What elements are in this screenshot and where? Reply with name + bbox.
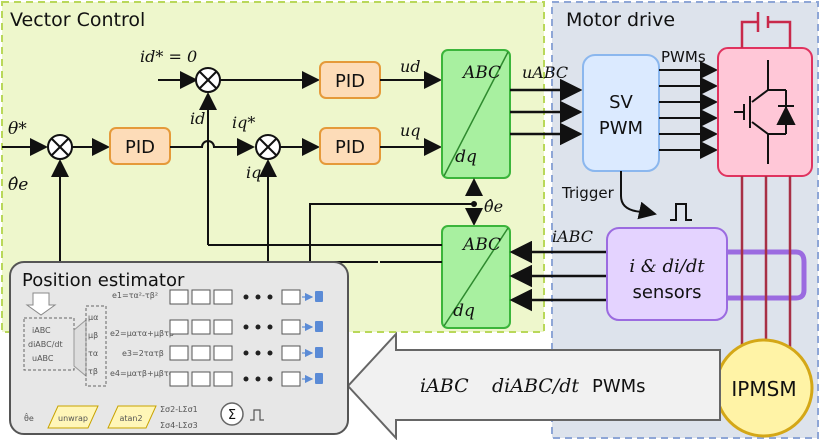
position-estimator-title: Position estimator (22, 270, 185, 291)
discard-bin-icon (315, 291, 323, 384)
theta-est-feedback-label: θ̂e (8, 175, 28, 195)
equation-3: e3=2τατβ (122, 349, 164, 358)
sensors-line2: sensors (632, 282, 701, 303)
bottom-pwms-label: PWMs (592, 376, 646, 397)
id-ref-label: id* = 0 (140, 47, 197, 66)
estimator-sum-symbol: Σ (228, 408, 236, 423)
sum-junction-speed (47, 134, 73, 160)
vector-control-title: Vector Control (10, 9, 145, 31)
theta-est-transform-label: θ̂e (484, 197, 503, 216)
iq-feedback-label: iq (246, 163, 261, 182)
sum-junction-d (195, 67, 221, 93)
estimator-pulse-icon (250, 409, 264, 421)
phase-wires (740, 176, 792, 368)
id-feedback-label: id (190, 109, 205, 128)
iq-ref-label: iq* (232, 113, 255, 132)
park-upper: ABC (461, 235, 501, 255)
inverse-park-lower: dq (455, 147, 477, 167)
equation-1: e1=τα²-τβ² (112, 291, 158, 300)
inverse-park-upper: ABC (461, 63, 501, 83)
moment-4: τβ (88, 367, 98, 376)
uq-label: uq (400, 121, 421, 140)
theta-ref-label: θ* (8, 119, 27, 139)
estimator-output-label: θ̂e (24, 412, 34, 423)
measurement-feedback-arrow (346, 331, 721, 440)
unwrap-label: unwrap (58, 414, 88, 423)
estimator-input-1: iABC (32, 326, 51, 335)
equation-4: e4=ματβ+μβτα (110, 369, 174, 378)
bottom-diabc-label: diABC/dt (492, 375, 579, 397)
dc-source-icon (740, 12, 792, 48)
sv-pwm-line1: SV (609, 92, 633, 113)
sample-buffer-grid (169, 289, 301, 387)
sv-pwm-block (582, 54, 660, 172)
atan2-label: atan2 (119, 414, 142, 423)
motor-drive-title: Motor drive (566, 9, 675, 31)
atan-term-1: Σσ2-LΣσ1 (160, 405, 198, 414)
pid-speed-label: PID (125, 137, 155, 158)
pid-d-label: PID (335, 71, 365, 92)
pulse-icon (670, 203, 692, 221)
uabc-label: uABC (522, 63, 568, 82)
sum-junction-q (255, 134, 281, 160)
sensors-line1: i & di/dt (629, 256, 705, 277)
estimator-input-2: diABC/dt (28, 340, 63, 349)
sensors-block (606, 227, 728, 321)
inverse-park-block (441, 49, 511, 179)
inverter-block (717, 47, 813, 177)
bottom-iabc-label: iABC (420, 375, 469, 397)
ipmsm-label: IPMSM (731, 377, 796, 401)
moment-3: τα (88, 349, 98, 358)
estimator-sum-node (220, 402, 244, 426)
moment-1: μα (88, 313, 98, 322)
pwms-label: PWMs (661, 48, 706, 66)
atan-term-2: Σσ4-LΣσ3 (160, 421, 198, 430)
equation-2: e2=ματα+μβτβ (110, 329, 174, 338)
sv-pwm-line2: PWM (599, 118, 643, 139)
igbt-switch-icon (734, 60, 796, 164)
iabc-label: iABC (552, 227, 593, 246)
moment-2: μβ (88, 331, 98, 340)
pid-q-label: PID (335, 137, 365, 158)
park-lower: dq (453, 301, 475, 321)
trigger-label: Trigger (561, 184, 615, 202)
estimator-input-3: uABC (32, 354, 54, 363)
ud-label: ud (400, 57, 421, 76)
